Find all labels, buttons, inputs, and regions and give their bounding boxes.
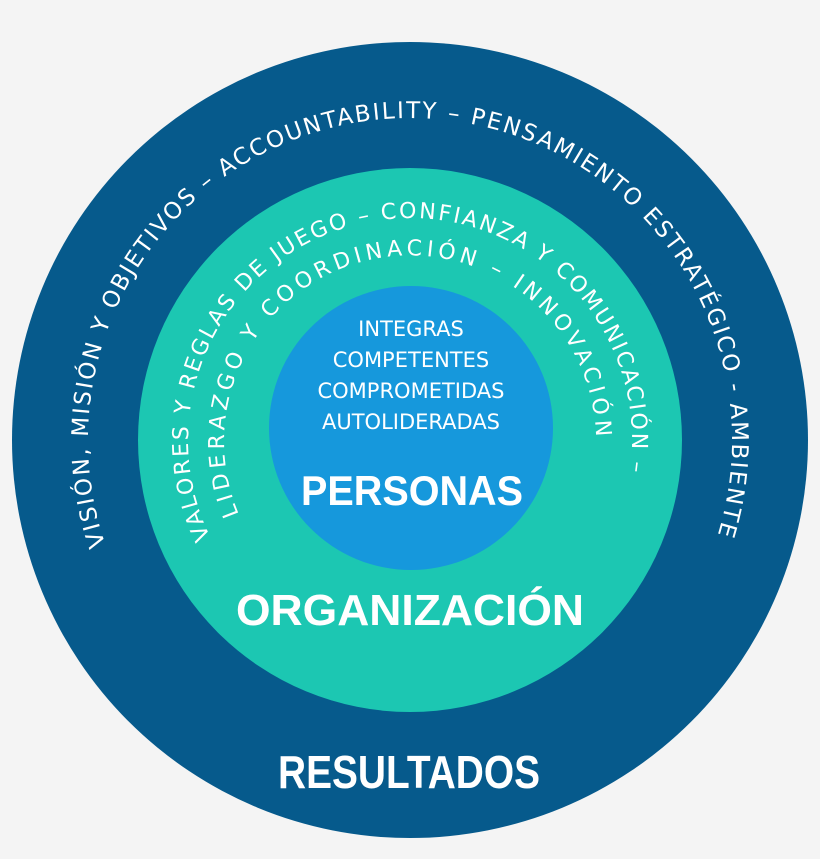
inner-circle — [269, 286, 553, 570]
inner-line-competentes: COMPETENTES — [333, 348, 489, 372]
organizacion-label: ORGANIZACIÓN — [236, 585, 584, 635]
inner-line-comprometidas: COMPROMETIDAS — [317, 379, 504, 403]
resultados-label: RESULTADOS — [278, 746, 540, 798]
personas-label: PERSONAS — [301, 467, 523, 514]
inner-line-autolideradas: AUTOLIDERADAS — [322, 410, 500, 434]
inner-line-integras: INTEGRAS — [358, 317, 464, 341]
